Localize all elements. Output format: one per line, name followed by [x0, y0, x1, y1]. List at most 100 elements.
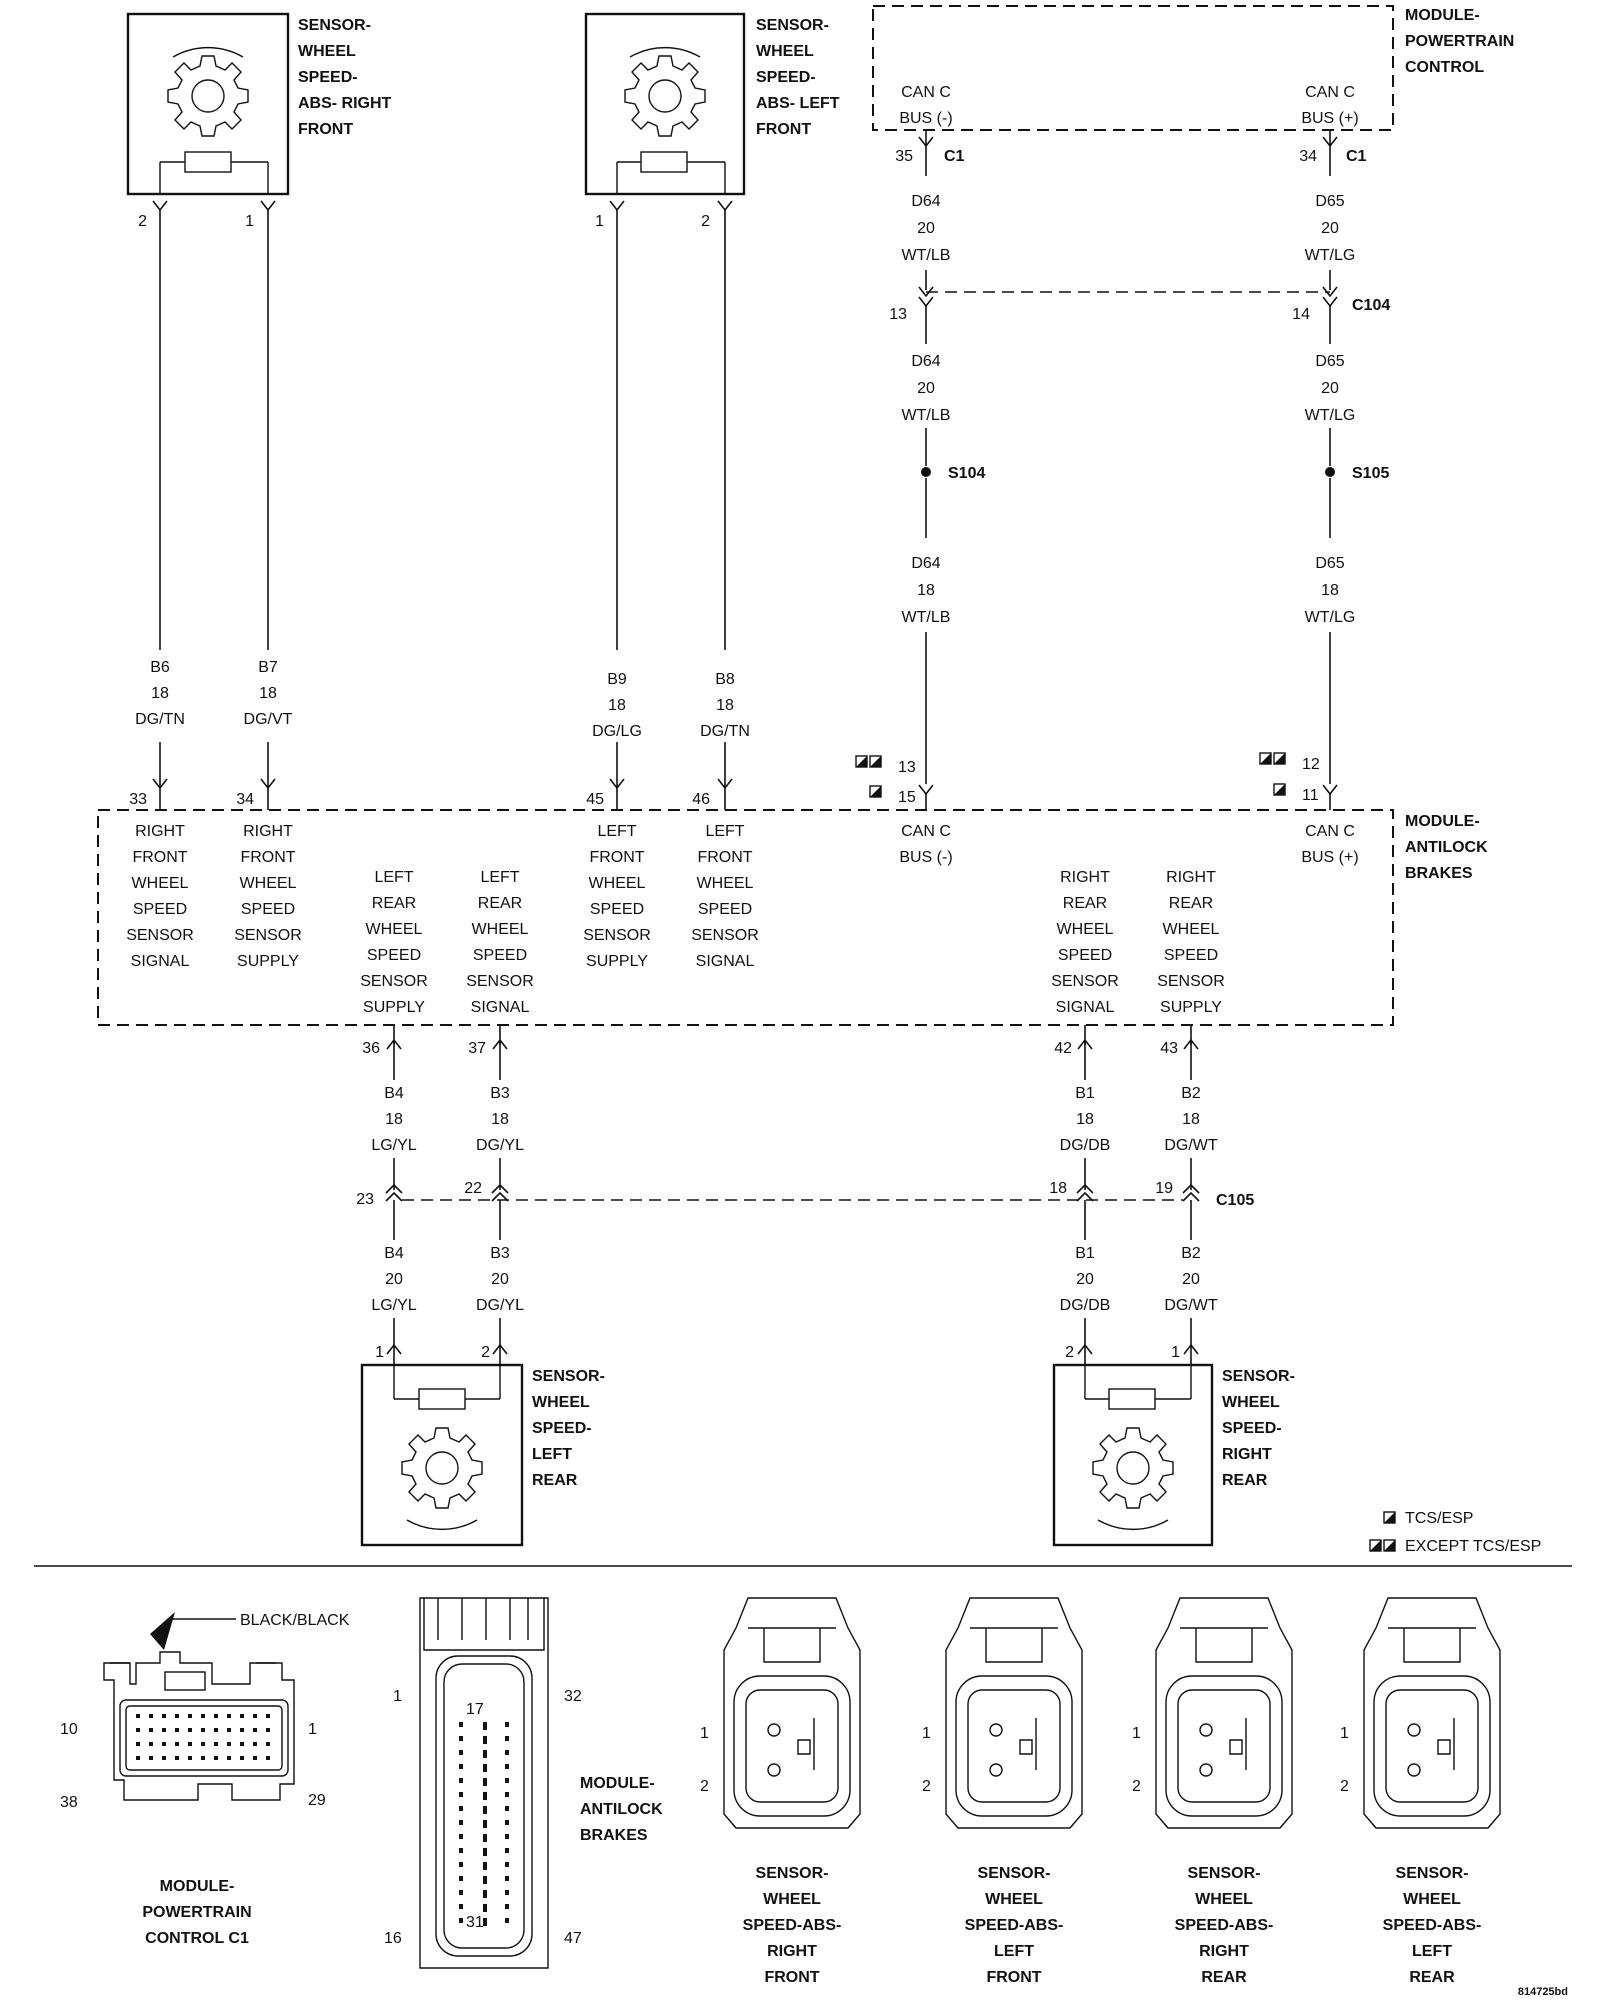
- wire-gauge: 18: [151, 685, 169, 702]
- pin-dot: [162, 1742, 166, 1746]
- pin-dot: [459, 1918, 463, 1923]
- pin-dot: [483, 1862, 487, 1870]
- connector-id: C105: [1216, 1192, 1254, 1209]
- sensor-name-line: SPEED-: [298, 69, 358, 86]
- pin-dot: [505, 1876, 509, 1881]
- pin-dot: [459, 1778, 463, 1783]
- pin-number: 38: [60, 1794, 78, 1811]
- pin-dot: [483, 1834, 487, 1842]
- wire-gauge: 18: [385, 1111, 403, 1128]
- pin-dot: [136, 1728, 140, 1732]
- abs-pin-label: SPEED: [698, 901, 752, 918]
- abs-pin-label: WHEEL: [589, 875, 646, 892]
- pin-dot: [459, 1890, 463, 1895]
- connector-title-line: SENSOR-: [756, 1865, 829, 1882]
- pin-dot: [240, 1742, 244, 1746]
- abs-pin-label: SPEED: [590, 901, 644, 918]
- pin-dot: [175, 1728, 179, 1732]
- wire-gauge: 18: [716, 697, 734, 714]
- sensor-connector-shell: [1363, 1597, 1501, 1829]
- wire-gauge: 20: [491, 1271, 509, 1288]
- pcm-pin-label: BUS (+): [1301, 110, 1358, 127]
- terminal-mark: [260, 200, 276, 212]
- connector-view-pcm: BLACK/BLACK 10 1 38 29 MODULE- POWERTRAI…: [60, 1612, 350, 1947]
- pin-number: 1: [595, 213, 604, 230]
- pin-dot: [253, 1756, 257, 1760]
- pin-dot: [201, 1742, 205, 1746]
- terminal-mark: [609, 200, 625, 212]
- sensor-connector-shell: [945, 1597, 1083, 1829]
- terminal-mark: [1322, 784, 1338, 796]
- wire-gauge: 20: [1182, 1271, 1200, 1288]
- wire-code: B9: [607, 671, 627, 688]
- abs-pin-label: SENSOR: [360, 973, 428, 990]
- pin-dot: [483, 1848, 487, 1856]
- connector-title-line: RIGHT: [1199, 1943, 1249, 1960]
- wire-gauge: 18: [917, 582, 935, 599]
- pin-number: 1: [1171, 1344, 1180, 1361]
- wire-color: WT/LG: [1305, 609, 1356, 626]
- pcm-pin-label: BUS (-): [899, 110, 952, 127]
- pin-number: 2: [1340, 1778, 1349, 1795]
- connector-title-line: SENSOR-: [1188, 1865, 1261, 1882]
- pin-dot: [483, 1918, 487, 1926]
- pin-number: 1: [922, 1725, 931, 1742]
- connector-title-line: POWERTRAIN: [142, 1904, 251, 1921]
- pin-dot: [483, 1736, 487, 1744]
- connector-title-line: BRAKES: [580, 1827, 648, 1844]
- connector-title-line: WHEEL: [1195, 1891, 1253, 1908]
- pin-dot: [188, 1756, 192, 1760]
- wire-color: DG/YL: [476, 1297, 524, 1314]
- wire-color: WT/LG: [1305, 247, 1356, 264]
- abs-pin-label: SUPPLY: [1160, 999, 1222, 1016]
- pin-dot: [188, 1714, 192, 1718]
- pin-dot: [253, 1728, 257, 1732]
- abs-pin-label: RIGHT: [1166, 869, 1216, 886]
- sensor-name-line: WHEEL: [1222, 1394, 1280, 1411]
- terminal-mark: [918, 296, 934, 308]
- abs-pin-label: LEFT: [705, 823, 744, 840]
- abs-pin-label: SPEED: [473, 947, 527, 964]
- abs-pin-label: BUS (-): [899, 849, 952, 866]
- pin-dot: [505, 1918, 509, 1923]
- connector-title-line: RIGHT: [767, 1943, 817, 1960]
- connector-title-line: WHEEL: [763, 1891, 821, 1908]
- pin-dot: [136, 1742, 140, 1746]
- sensor-name-line: WHEEL: [298, 43, 356, 60]
- pin-dot: [505, 1764, 509, 1769]
- pin-dot: [483, 1904, 487, 1912]
- wire-code: D65: [1315, 555, 1344, 572]
- sensor-name-line: SPEED-: [756, 69, 816, 86]
- connector-view-abs: 1 32 17 31 16 47 MODULE- ANTILOCK BRAKES: [384, 1597, 663, 1969]
- wire-code: D64: [911, 555, 940, 572]
- abs-pin-label: RIGHT: [1060, 869, 1110, 886]
- pin-dot: [253, 1714, 257, 1718]
- pin-dot: [459, 1834, 463, 1839]
- pin-dot: [483, 1820, 487, 1828]
- wire-gauge: 18: [1182, 1111, 1200, 1128]
- connector-title-line: MODULE-: [580, 1775, 655, 1792]
- pin-dot: [505, 1736, 509, 1741]
- pin-dot: [227, 1742, 231, 1746]
- abs-pin-label: WHEEL: [1163, 921, 1220, 938]
- pin-number: 2: [700, 1778, 709, 1795]
- wire-gauge: 20: [1321, 220, 1339, 237]
- abs-pin-label: SENSOR: [1051, 973, 1119, 990]
- figure-id: 814725bd: [1518, 1986, 1568, 1998]
- terminal-mark: [1322, 296, 1338, 308]
- pin-dot: [214, 1742, 218, 1746]
- option-marker-except: [1259, 752, 1286, 765]
- pin-dot: [136, 1714, 140, 1718]
- cavity-number: 15: [898, 789, 916, 806]
- pin-cavity: [989, 1723, 1003, 1737]
- pin-cavity: [1199, 1763, 1213, 1777]
- pin-key: [1229, 1718, 1247, 1770]
- abs-name-line: MODULE-: [1405, 813, 1480, 830]
- connector-title-line: MODULE-: [160, 1878, 235, 1895]
- pin-dot: [459, 1904, 463, 1909]
- wire-color: DG/DB: [1060, 1137, 1111, 1154]
- gear-icon: [401, 1427, 483, 1509]
- abs-pin-label: LEFT: [597, 823, 636, 840]
- pin-dot: [201, 1728, 205, 1732]
